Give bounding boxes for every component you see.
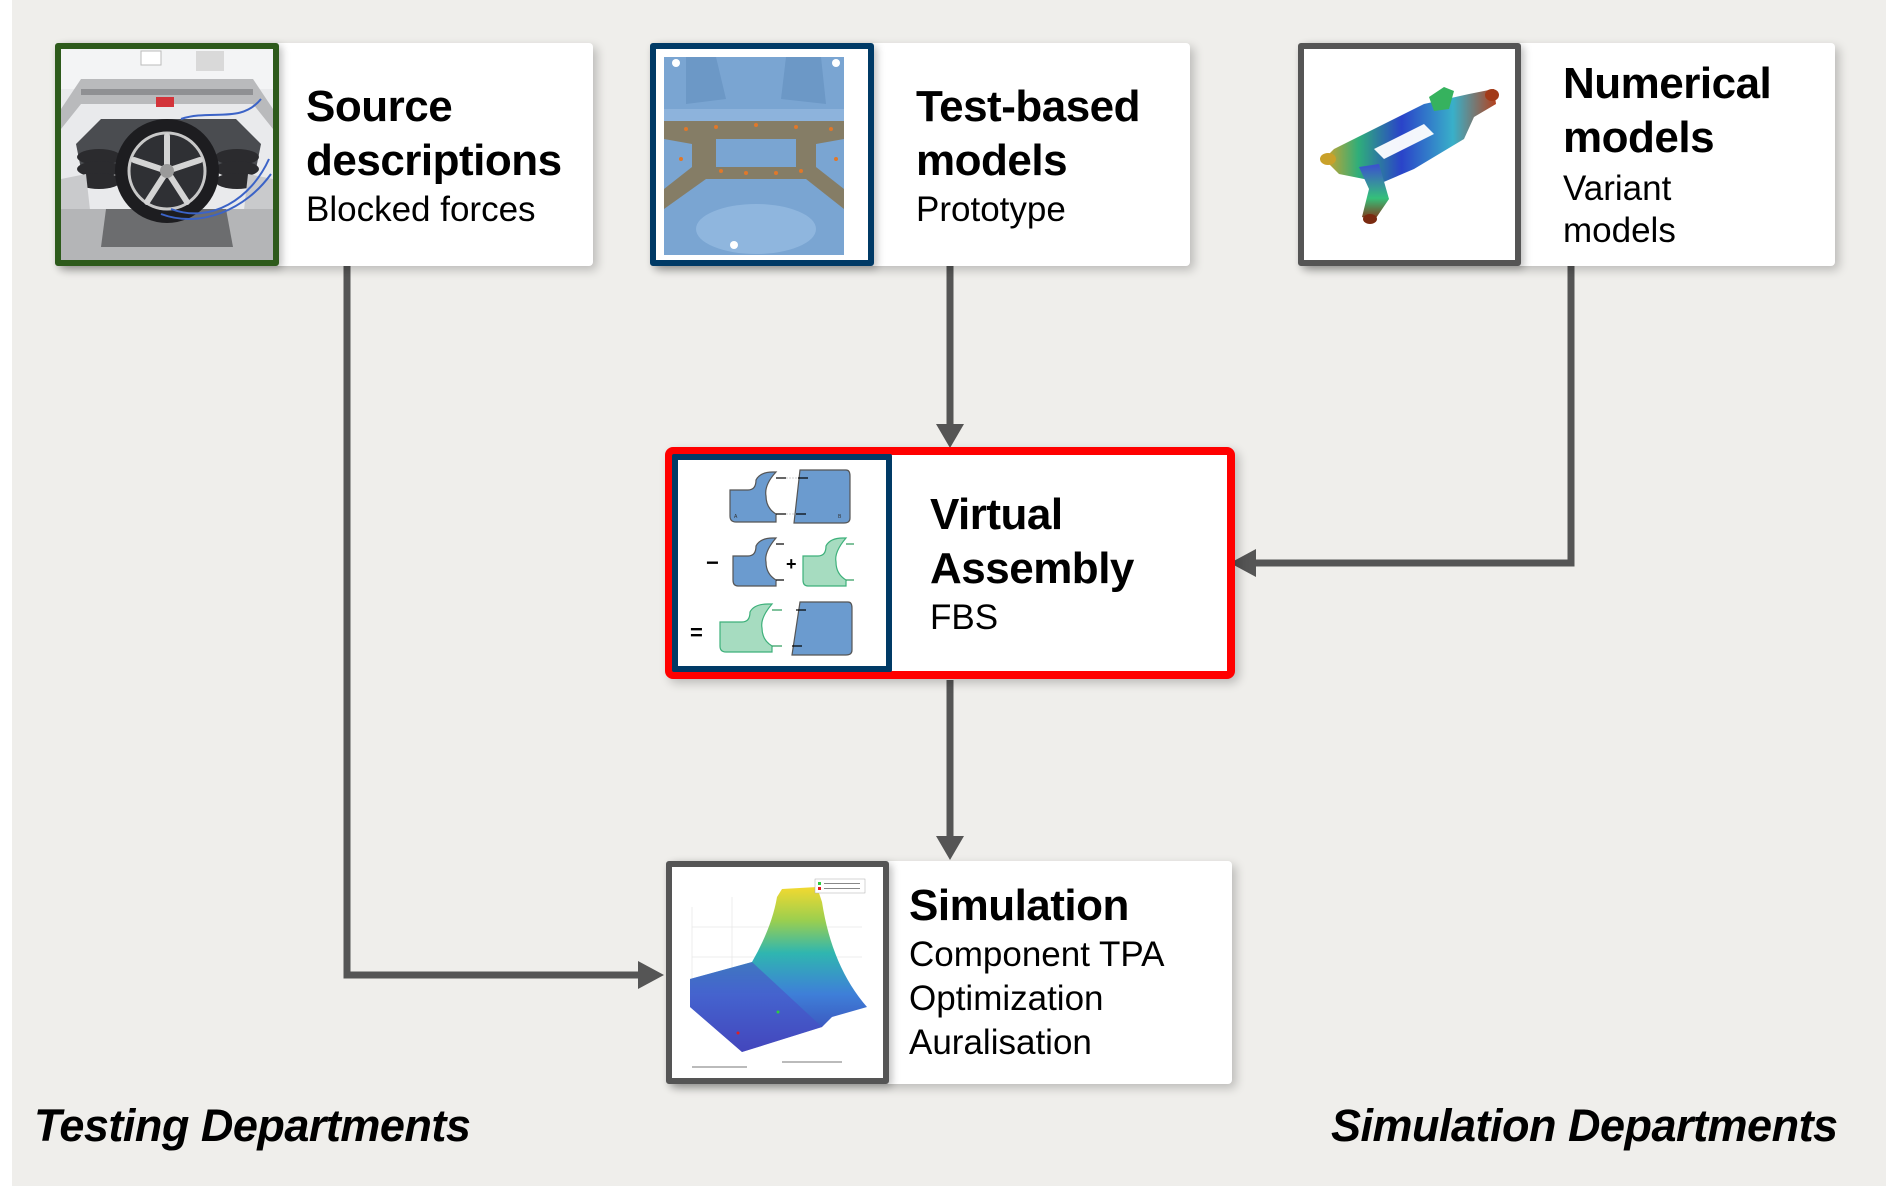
label-b: B — [838, 514, 842, 520]
label-a: A — [734, 514, 738, 520]
source-subtitle: Blocked forces — [306, 190, 536, 229]
source-title-line-2: descriptions — [306, 136, 562, 185]
simulation-title: Simulation Component TPA Optimization Au… — [909, 879, 1165, 1065]
simulation-departments-label: Simulation Departments — [1331, 1100, 1838, 1151]
numerical-image-frame — [1298, 43, 1521, 266]
schematic-row-2: − + — [706, 537, 854, 587]
simulation-title-line-1: Simulation — [909, 881, 1129, 930]
virtual-assembly-title-line-2: Assembly — [930, 544, 1134, 593]
schematic-row-1: A B — [729, 469, 851, 524]
simulation-subtitle-line-3: Auralisation — [909, 1023, 1092, 1062]
simulation-image-frame — [666, 861, 889, 1084]
test-based-title: Test-based models Prototype — [916, 80, 1141, 232]
test-based-image-frame — [650, 43, 874, 266]
virtual-assembly-title: Virtual Assembly FBS — [930, 488, 1134, 640]
virtual-assembly-subtitle: FBS — [930, 598, 999, 637]
numerical-subtitle-line-2: models — [1563, 211, 1676, 250]
substructuring-schematic: A B − + = — [678, 460, 886, 666]
wheel-test-rig-photo — [61, 49, 273, 260]
test-based-subtitle: Prototype — [916, 190, 1066, 229]
schematic-row-3: = — [690, 601, 853, 656]
source-title-line-1: Source — [306, 82, 453, 131]
testing-departments-label: Testing Departments — [34, 1100, 471, 1151]
equals-sign-icon: = — [690, 620, 703, 645]
numerical-title-line-1: Numerical — [1563, 59, 1772, 108]
numerical-title-line-2: models — [1563, 113, 1715, 162]
simulation-subtitle-line-1: Component TPA — [909, 935, 1165, 974]
minus-sign-icon: − — [706, 550, 719, 575]
fe-subframe-contour-plot — [1304, 49, 1515, 260]
virtual-assembly-image-frame: A B − + = — [672, 454, 892, 672]
test-based-title-line-2: models — [916, 136, 1068, 185]
plus-sign-icon: + — [786, 554, 797, 574]
source-title: Source descriptions Blocked forces — [306, 80, 562, 232]
numerical-subtitle-line-1: Variant — [1563, 169, 1672, 208]
simulation-subtitle-line-2: Optimization — [909, 979, 1104, 1018]
virtual-assembly-title-line-1: Virtual — [930, 490, 1063, 539]
vehicle-underbody-subframe-model — [656, 49, 868, 260]
3d-surface-plot — [672, 867, 883, 1078]
numerical-title: Numerical models Variant models — [1563, 57, 1772, 253]
test-based-title-line-1: Test-based — [916, 82, 1141, 131]
source-image-frame — [55, 43, 279, 266]
